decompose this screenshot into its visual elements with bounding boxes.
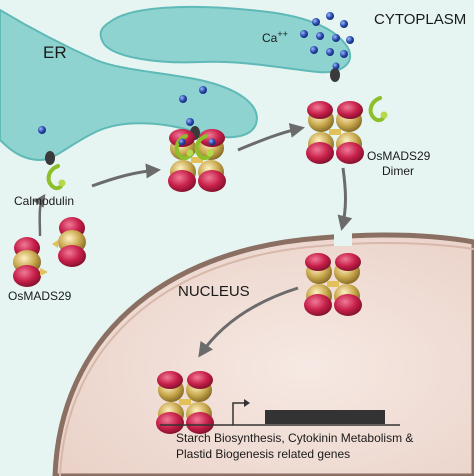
nucleus-label: NUCLEUS (178, 283, 250, 300)
calmodulin-icon (368, 96, 390, 123)
protein-tip (40, 268, 48, 276)
protein-tip (52, 240, 58, 248)
arrow-to-dna (198, 286, 299, 358)
calmodulin-label: Calmodulin (14, 194, 74, 208)
osmads29-label: OsMADS29 (8, 289, 72, 303)
transcription-arrowhead (244, 399, 250, 407)
calcium-ion-cluster (300, 12, 354, 58)
calcium-ion (186, 118, 194, 126)
gene-label-line1: Starch Biosynthesis, Cytokinin Metabolis… (176, 431, 413, 445)
dimer-label-line1: OsMADS29 (367, 149, 431, 163)
er-label: ER (43, 43, 67, 62)
calmodulin-icon (46, 164, 68, 191)
osmads29-monomer (13, 237, 41, 287)
arrow-to-dimer (237, 123, 305, 152)
calcium-label: Ca++ (262, 29, 288, 45)
arrow-to-er-complex (91, 163, 161, 188)
osmads29-dimer (306, 101, 364, 164)
calcium-channel (330, 68, 340, 82)
nuclear-pore (334, 228, 352, 246)
cytoplasm-label: CYTOPLASM (374, 11, 466, 28)
osmads29-monomer (58, 217, 86, 267)
calcium-ion (332, 62, 340, 70)
calcium-ion (208, 138, 216, 146)
transcription-start-arrow (232, 402, 244, 425)
calcium-channel (45, 151, 55, 165)
calcium-ion (179, 95, 187, 103)
gene-body (265, 410, 385, 424)
arrow-monomer-to-calmodulin (33, 193, 46, 237)
dimer-label-line2: Dimer (382, 164, 414, 178)
arrow-to-nucleus (337, 167, 353, 231)
calcium-ion (38, 126, 46, 134)
gene-region (160, 399, 400, 426)
pathway-arrows (33, 123, 353, 358)
calcium-ion (178, 138, 186, 146)
calcium-ion (199, 86, 207, 94)
gene-label-line2: Plastid Biogenesis related genes (176, 447, 350, 461)
